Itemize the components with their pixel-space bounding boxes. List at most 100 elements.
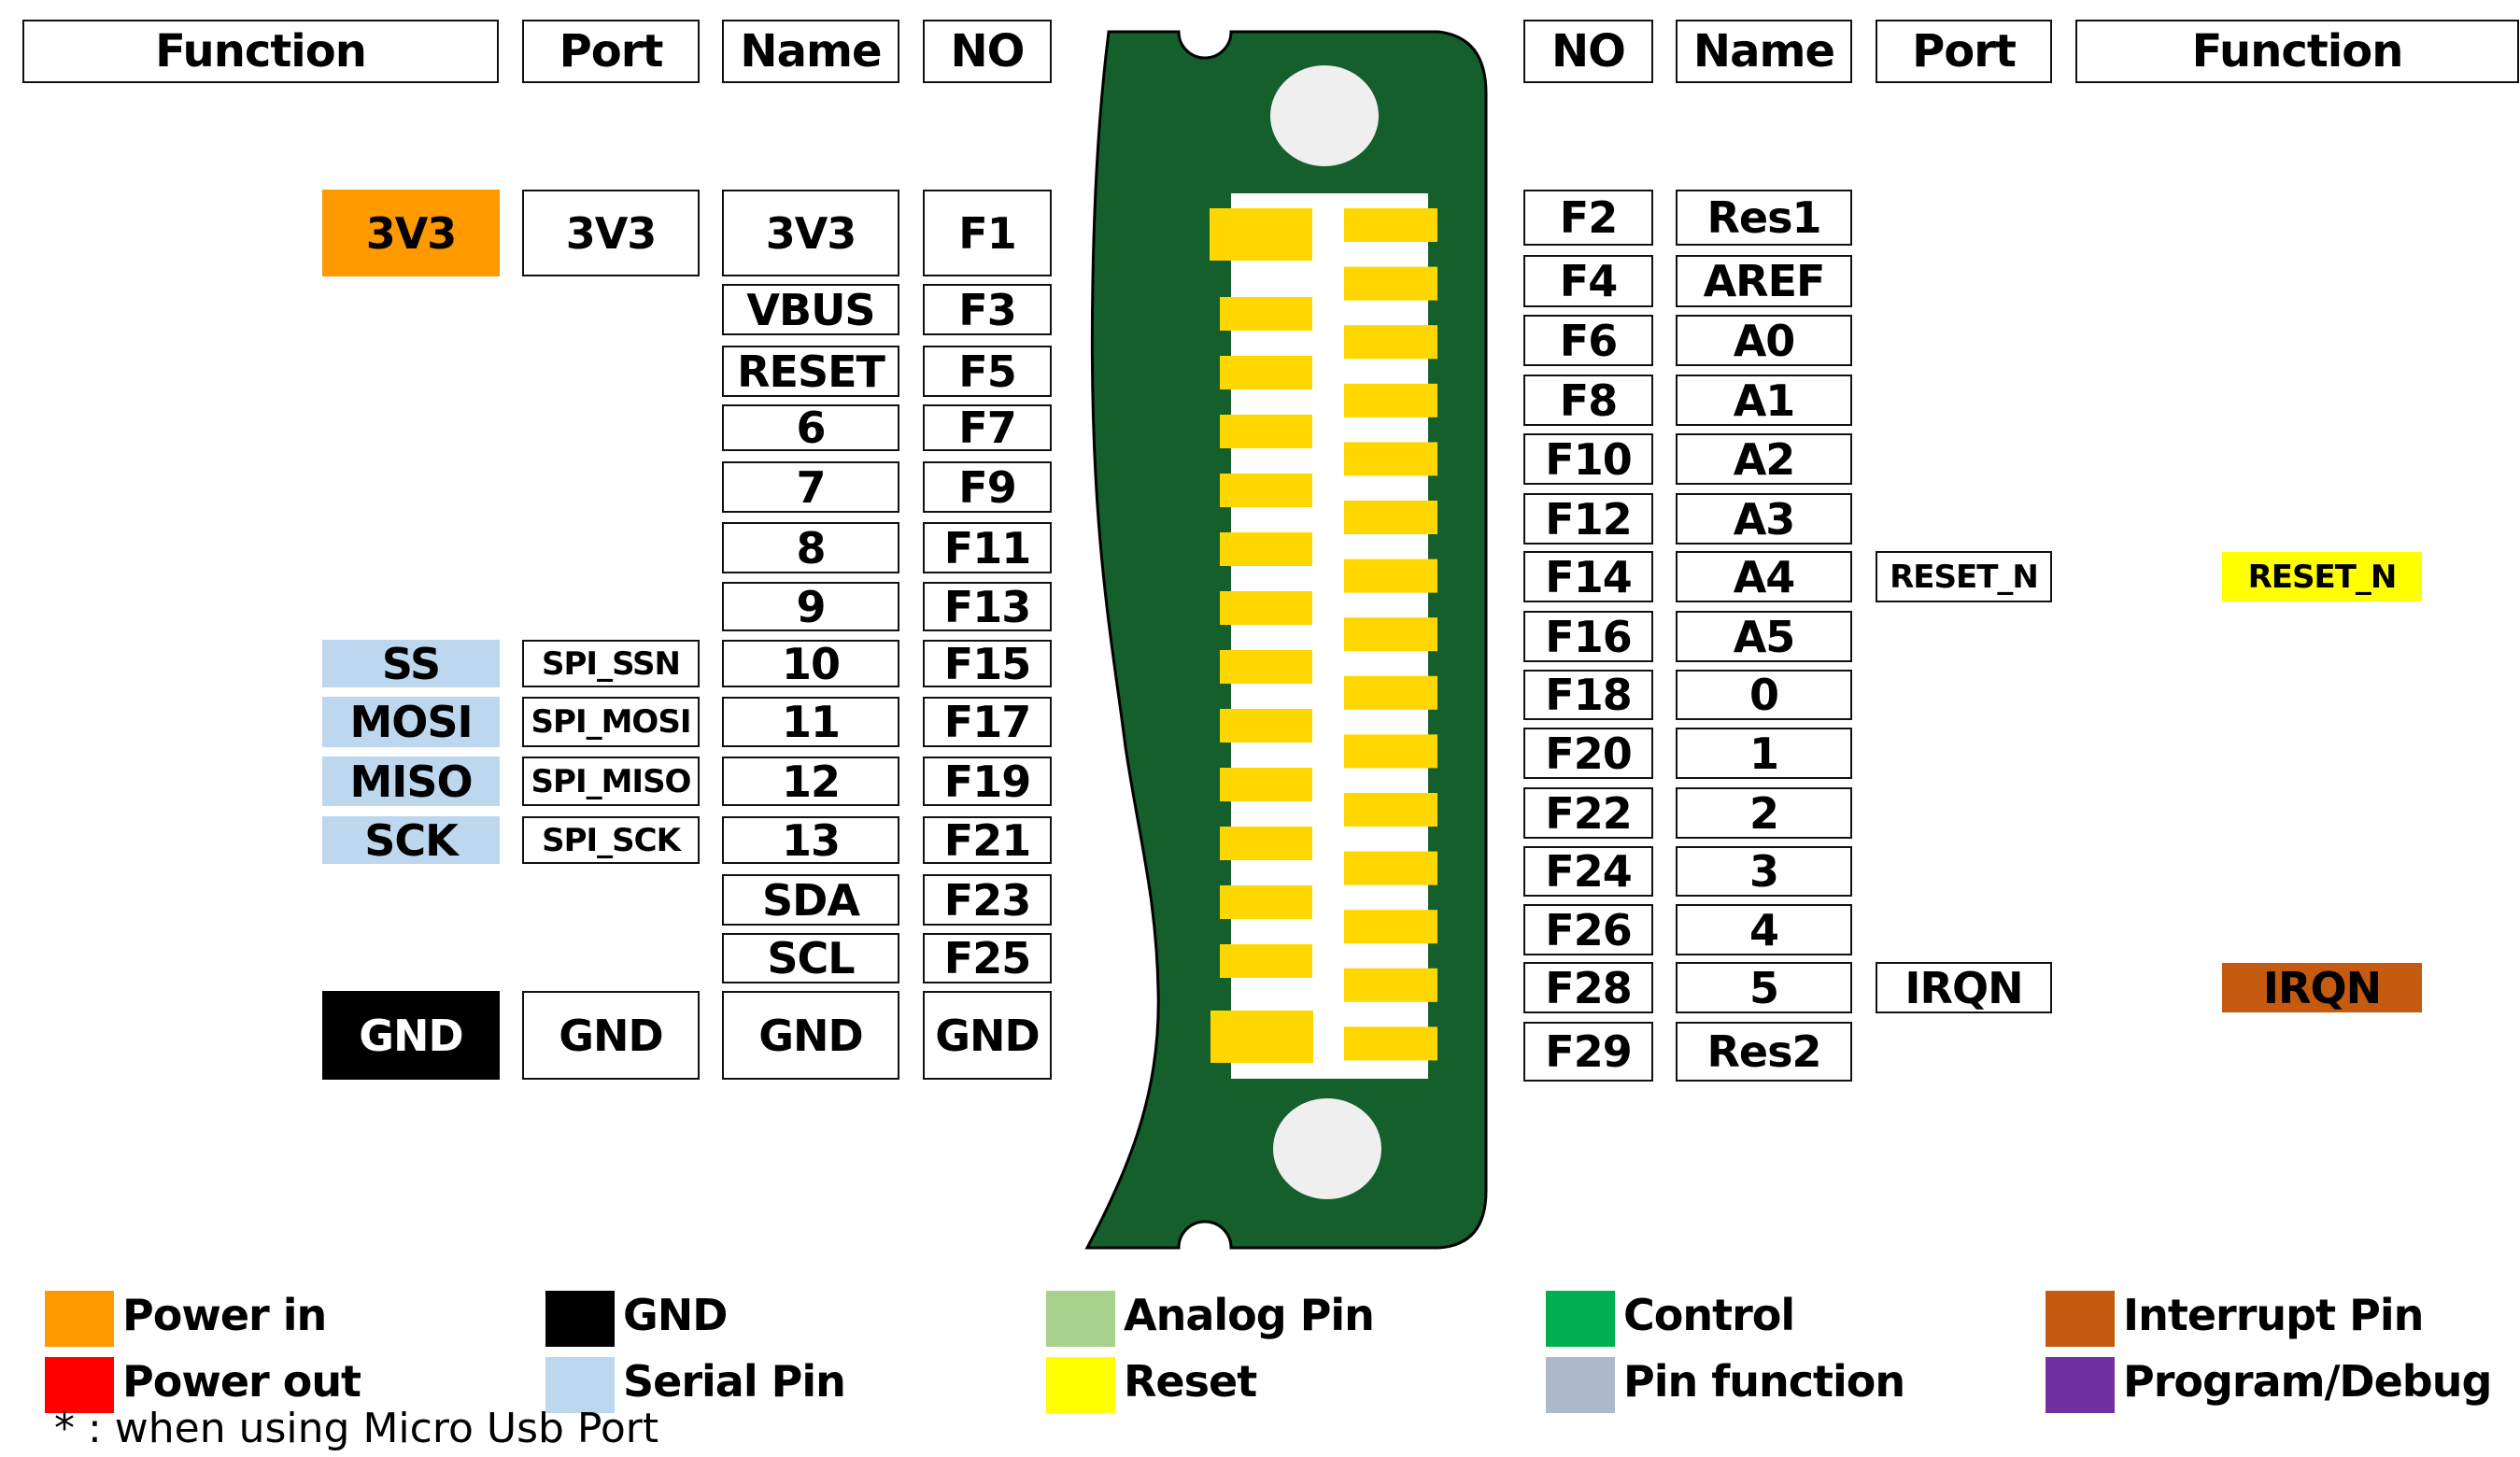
header-right-name: Name <box>1676 20 1852 83</box>
pin-port-cell: GND <box>522 991 700 1080</box>
pad-right <box>1344 1026 1437 1061</box>
pad-left <box>1220 356 1312 389</box>
pin-name-cell: AREF <box>1676 255 1852 307</box>
legend-label: Serial Pin <box>623 1356 846 1407</box>
pin-no-cell: F1 <box>923 190 1052 276</box>
pad-right <box>1344 968 1437 1002</box>
pin-no-cell: F16 <box>1523 611 1653 662</box>
pin-port-cell: SPI_MOSI <box>522 697 700 747</box>
pad-right <box>1344 208 1437 242</box>
legend-label: Analog Pin <box>1124 1290 1375 1340</box>
pin-function-badge: MISO <box>322 757 500 806</box>
mounting-hole-top <box>1270 65 1379 166</box>
pin-no-cell: F23 <box>923 874 1052 926</box>
pin-port-cell: IRQN <box>1876 962 2052 1013</box>
pin-name-cell: 2 <box>1676 787 1852 839</box>
pin-no-cell: F26 <box>1523 904 1653 955</box>
legend-label: Program/Debug <box>2123 1356 2492 1407</box>
pad-right <box>1344 851 1437 885</box>
pin-port-cell: SPI_MISO <box>522 757 700 806</box>
pin-no-cell: GND <box>923 991 1052 1080</box>
pin-name-cell: 3 <box>1676 846 1852 897</box>
pad-right <box>1344 559 1437 593</box>
pin-name-cell: SDA <box>722 874 899 926</box>
pin-name-cell: 13 <box>722 816 899 864</box>
pin-port-cell: SPI_SCK <box>522 816 700 864</box>
pad-right <box>1344 617 1437 652</box>
legend-swatch <box>1046 1357 1115 1413</box>
pin-no-cell: F14 <box>1523 551 1653 602</box>
pad-right <box>1344 675 1437 710</box>
header-right-function: Function <box>2075 20 2519 83</box>
header-left-port: Port <box>522 20 700 83</box>
pin-no-cell: F21 <box>923 816 1052 864</box>
pin-name-cell: A0 <box>1676 315 1852 366</box>
pin-function-badge: 3V3 <box>322 190 500 276</box>
pin-no-cell: F9 <box>923 461 1052 513</box>
pad-left <box>1220 827 1312 860</box>
header-left-function: Function <box>22 20 499 83</box>
pin-function-badge: GND <box>322 991 500 1080</box>
pad-right <box>1344 734 1437 769</box>
legend-swatch <box>1546 1357 1615 1413</box>
pad-left <box>1220 768 1312 801</box>
legend-label: Control <box>1623 1290 1795 1340</box>
pin-no-cell: F20 <box>1523 728 1653 779</box>
legend-label: Pin function <box>1623 1356 1905 1407</box>
pin-no-cell: F22 <box>1523 787 1653 839</box>
pin-no-cell: F18 <box>1523 670 1653 720</box>
pin-name-cell: GND <box>722 991 899 1080</box>
pad-left <box>1220 591 1312 625</box>
legend-swatch <box>45 1357 114 1413</box>
pin-name-cell: 9 <box>722 582 899 631</box>
pad-left <box>1220 415 1312 448</box>
legend-label: Power out <box>122 1356 361 1407</box>
pad-right <box>1344 910 1437 944</box>
pin-name-cell: Res2 <box>1676 1022 1852 1082</box>
pin-function-badge: SS <box>322 640 500 687</box>
pad-left <box>1220 650 1312 684</box>
pin-name-cell: A2 <box>1676 433 1852 485</box>
legend-swatch <box>1046 1291 1115 1347</box>
legend-label: Power in <box>122 1290 327 1340</box>
footnote: * : when using Micro Usb Port <box>54 1405 659 1452</box>
header-right-no: NO <box>1523 20 1653 83</box>
pad-left <box>1220 297 1312 331</box>
pin-no-cell: F4 <box>1523 255 1653 307</box>
pin-name-cell: 4 <box>1676 904 1852 955</box>
pin-no-cell: F6 <box>1523 315 1653 366</box>
pin-no-cell: F2 <box>1523 190 1653 246</box>
legend-label: Interrupt Pin <box>2123 1290 2424 1340</box>
pin-function-badge: SCK <box>322 816 500 864</box>
pin-name-cell: A5 <box>1676 611 1852 662</box>
pin-name-cell: 8 <box>722 522 899 573</box>
pin-no-cell: F13 <box>923 582 1052 631</box>
pin-function-badge: IRQN <box>2222 963 2422 1012</box>
pin-name-cell: 7 <box>722 461 899 513</box>
legend-swatch <box>545 1357 615 1413</box>
pin-name-cell: 6 <box>722 404 899 451</box>
legend-swatch <box>545 1291 615 1347</box>
legend-label: Reset <box>1124 1356 1257 1407</box>
pin-name-cell: 12 <box>722 757 899 806</box>
pin-port-cell: RESET_N <box>1876 551 2052 602</box>
connector-window <box>1231 193 1428 1079</box>
pad-left <box>1220 532 1312 566</box>
pin-function-badge: RESET_N <box>2222 552 2422 601</box>
header-right-port: Port <box>1876 20 2052 83</box>
pin-name-cell: A3 <box>1676 493 1852 545</box>
pad-right <box>1344 501 1437 534</box>
pin-no-cell: F15 <box>923 640 1052 687</box>
mounting-hole-bottom <box>1273 1098 1381 1199</box>
pin-no-cell: F3 <box>923 284 1052 335</box>
pin-no-cell: F12 <box>1523 493 1653 545</box>
pad-right <box>1344 383 1437 417</box>
pin-name-cell: VBUS <box>722 284 899 335</box>
pin-name-cell: 1 <box>1676 728 1852 779</box>
legend-swatch <box>2046 1291 2115 1347</box>
pad-left <box>1210 1011 1313 1063</box>
pin-no-cell: F28 <box>1523 962 1653 1013</box>
pin-no-cell: F5 <box>923 346 1052 397</box>
pin-no-cell: F19 <box>923 757 1052 806</box>
pin-port-cell: 3V3 <box>522 190 700 276</box>
